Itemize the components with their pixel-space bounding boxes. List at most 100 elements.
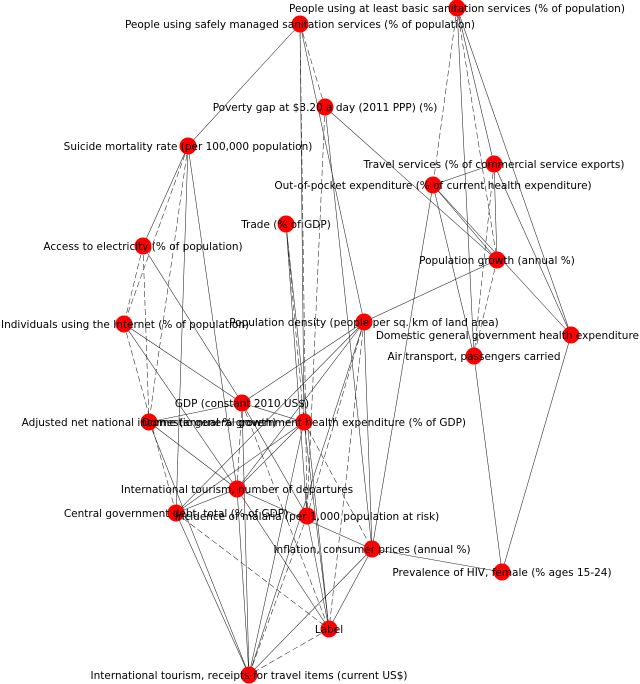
node-tourism_departures [228,480,246,498]
edge-internet-gdp [123,323,243,404]
edge-suicide-adj_income [148,145,189,423]
edge-suicide-central_debt [175,145,189,514]
node-label-oop_expenditure: Out-of-pocket expenditure (% of current … [274,180,591,192]
node-label-malaria: Incidence of malaria (per 1,000 populati… [175,511,440,523]
edge-pop_density-label [328,321,365,630]
node-poverty_gap [316,98,334,116]
node-label-poverty_gap: Poverty gap at $3.20 a day (2011 PPP) (%… [213,102,438,114]
node-hiv [493,563,511,581]
node-oop_expenditure [424,176,442,194]
edge-dom_health_gdp-tourism_departures [236,421,305,490]
edge-internet-tourism_departures [123,323,238,490]
edge-oop_expenditure-inflation [371,184,434,550]
node-tourism_receipts [240,666,258,684]
edge-malaria-label [306,515,330,630]
edge-hiv-air_transport [473,355,503,573]
edge-poverty_gap-malaria [306,106,326,517]
edge-dom_health_gdp-inflation [303,421,373,550]
node-label-pop_growth: Population growth (annual %) [419,255,575,267]
node-label [320,620,338,638]
label-layer: People using at least basic sanitation s… [1,3,639,682]
node-label-gdp: GDP (constant 2010 US$) [175,398,309,410]
edge-tourism_departures-label [236,488,330,630]
edge-poverty_gap-pop_growth [324,106,498,261]
node-sanitation_safe [291,15,309,33]
edge-tourism_departures-central_debt [175,488,238,514]
node-label-adj_income: Adjusted net national income (annual % g… [22,417,277,429]
node-travel_services [485,155,503,173]
edge-pop_density-tourism_departures [236,321,365,490]
node-electricity [134,237,152,255]
edge-suicide-internet [123,145,189,325]
node-sanitation_basic [448,0,466,17]
node-label-travel_services: Travel services (% of commercial service… [363,159,625,171]
edge-sanitation_basic-air_transport [456,7,475,357]
edge-pop_density-tourism_receipts [248,321,365,676]
edge-central_debt-label [175,512,330,630]
edge-dom_health_gdp-central_debt [175,421,305,514]
edge-travel_services-pop_growth [493,163,498,261]
edge-malaria-tourism_receipts [248,515,308,676]
edge-sanitation_safe-malaria [299,23,308,517]
node-label-sanitation_basic: People using at least basic sanitation s… [289,3,625,15]
edge-pop_growth-air_transport [473,259,498,357]
edge-gdp-adj_income [148,402,243,423]
node-trade [277,215,295,233]
node-label-air_transport: Air transport, passengers carried [387,351,560,363]
node-label-sanitation_safe: People using safely managed sanitation s… [125,19,475,31]
edge-gdp-label [241,402,330,630]
edge-trade-malaria [285,223,308,517]
node-label-inflation: Inflation, consumer prices (annual %) [273,544,470,556]
edge-adj_income-tourism_receipts [148,421,250,676]
node-adj_income [140,413,158,431]
node-central_debt [167,504,185,522]
node-label-dom_health_exp: Domestic general government health expen… [376,330,639,342]
edge-electricity-adj_income [142,245,150,423]
edge-tourism_departures-tourism_receipts [236,488,250,676]
node-label-hiv: Prevalence of HIV, female (% ages 15-24) [392,567,611,579]
edge-suicide-electricity [142,145,189,247]
node-inflation [363,540,381,558]
edge-gdp-tourism_receipts [241,402,250,676]
edge-hiv-dom_health_exp [501,334,572,573]
node-label-tourism_departures: International tourism, number of departu… [121,484,353,496]
node-dom_health_gdp [295,413,313,431]
edge-sanitation_safe-poverty_gap [299,23,326,108]
edge-travel_services-dom_health_exp [493,163,572,336]
edge-gdp-dom_health_gdp [241,402,305,423]
node-label-central_debt: Central government debt, total (% of GDP… [64,508,288,520]
edge-internet-central_debt [123,323,177,514]
edge-layer [123,7,572,676]
edge-travel_services-oop_expenditure [432,163,495,186]
edge-sanitation_safe-suicide [187,23,301,147]
edge-sanitation_basic-pop_growth [456,7,498,261]
node-label-internet: Individuals using the Internet (% of pop… [1,319,249,331]
edge-pop_density-inflation [363,321,373,550]
node-gdp [233,394,251,412]
edge-sanitation_basic-dom_health_exp [456,7,572,336]
node-layer [115,0,580,684]
node-label-dom_health_gdp: Domestic general government health expen… [142,417,466,429]
edge-sanitation_basic-travel_services [456,7,495,165]
node-malaria [298,507,316,525]
edge-electricity-internet [123,245,144,325]
edge-suicide-tourism_departures [187,145,238,490]
edge-trade-dom_health_gdp [285,223,305,423]
edge-travel_services-air_transport [473,163,495,357]
node-label-tourism_receipts: International tourism, receipts for trav… [91,670,408,682]
node-label-trade: Trade (% of GDP) [240,219,331,231]
edge-label-tourism_receipts [248,628,330,676]
edge-oop_expenditure-pop_growth [432,184,498,261]
edge-sanitation_safe-dom_health_gdp [299,23,305,423]
node-label-electricity: Access to electricity (% of population) [43,241,242,253]
node-dom_health_exp [562,326,580,344]
node-pop_density [355,313,373,331]
edge-adj_income-tourism_departures [148,421,238,490]
edge-dom_health_gdp-tourism_receipts [248,421,305,676]
edge-pop_density-gdp [241,321,365,404]
edge-pop_density-central_debt [175,321,365,514]
edge-poverty_gap-inflation [324,106,373,550]
edge-inflation-label [328,548,373,630]
edge-oop_expenditure-air_transport [432,184,475,357]
